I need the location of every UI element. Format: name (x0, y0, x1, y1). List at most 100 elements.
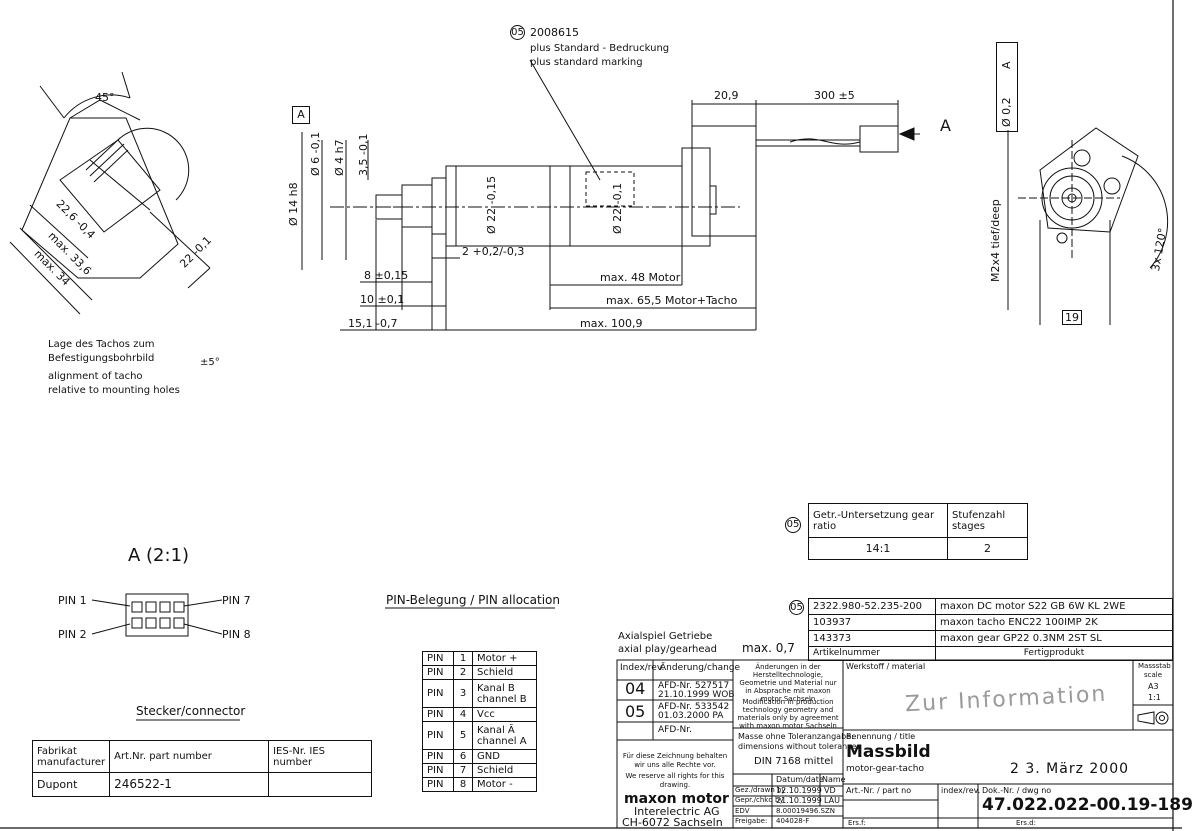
ies-number-header: IES-Nr. IES number (268, 740, 372, 773)
detail-a-title: A (2:1) (128, 545, 190, 566)
title-block-frame (616, 659, 1174, 829)
dim-d22-gear: Ø 22 -0,15 (485, 175, 498, 234)
parts-list-table: 2322.980-52.235-200 maxon DC motor S22 G… (808, 598, 1173, 661)
pin-num-3: 3 (453, 679, 473, 708)
tacho-note-en1: alignment of tacho (48, 371, 143, 382)
drawn-name: VD (824, 786, 836, 795)
dim-max-48: max. 48 Motor (600, 271, 681, 284)
pin-signal-6: GND (472, 749, 537, 764)
rights-en: We reserve all rights for this drawing. (625, 772, 725, 789)
revision-marker-parts: 05 (789, 600, 804, 615)
part-number-header: Art.Nr. part number (109, 740, 270, 773)
pin-num-7: 7 (453, 763, 473, 778)
company-name: maxon motor (624, 791, 729, 807)
front-view-tacho (9, 71, 211, 315)
drawn-date: 12.10.1999 (776, 786, 822, 795)
pin-num-4: 4 (453, 707, 473, 722)
drawn-by-label: Gez./drawn by (735, 786, 786, 794)
dim-d14: Ø 14 h8 (287, 182, 300, 226)
thread-spec: M2x4 tief/deep (989, 199, 1002, 282)
dim-d4: Ø 4 h7 (333, 139, 346, 176)
dim-300: 300 ±5 (814, 89, 855, 102)
date-header: Datum/date (776, 775, 824, 784)
projection-symbol-icon (1137, 711, 1169, 725)
parts-code-2: 143373 (808, 630, 936, 647)
release-date-stamp: 2 3. März 2000 (1010, 761, 1130, 777)
pin-label-7: PIN (421, 763, 455, 778)
dim-2: 2 +0,2/-0,3 (462, 245, 525, 258)
revision-marker-gear: 05 (785, 517, 801, 533)
pin8-label: PIN 8 (222, 628, 251, 641)
drawing-number: 47.022.022-00.19-189 (982, 795, 1193, 815)
drawing-subtitle: motor-gear-tacho (846, 764, 925, 774)
pin-label-6: PIN (421, 749, 455, 764)
afd-blank: AFD-Nr. (658, 725, 692, 735)
gear-table: Getr.-Untersetzung gear ratio Stufenzahl… (808, 503, 1028, 560)
tacho-note-de2: Befestigungsbohrbild (48, 353, 155, 364)
manufacturer-value: Dupont (31, 772, 111, 797)
parts-desc-1: maxon tacho ENC22 100IMP 2K (935, 614, 1173, 631)
dim-10: 10 ±0,1 (360, 293, 405, 306)
parts-footer-left: Artikelnummer (808, 646, 936, 661)
part-marking-en: plus standard marking (530, 57, 643, 68)
pin7-label: PIN 7 (222, 594, 251, 607)
tacho-note-tolerance: ±5° (200, 357, 220, 368)
stages-header: Stufenzahl stages (947, 503, 1028, 538)
tolerance-frame: Ø 0,2 A (996, 42, 1018, 132)
rev-header: Index/rev. (620, 663, 665, 673)
part-marking-de: plus Standard - Bedruckung (530, 43, 670, 54)
parts-desc-2: maxon gear GP22 0.3NM 2ST SL (935, 630, 1173, 647)
datum-a-box: A (292, 106, 310, 124)
axial-play-de: Axialspiel Getriebe (618, 631, 713, 642)
rev-05-date: 01.03.2000 PA (658, 711, 724, 721)
pin-label-5: PIN (421, 721, 455, 750)
dim-8: 8 ±0,15 (364, 269, 409, 282)
modification-note-en: Modification in production technology ge… (737, 698, 839, 730)
pin1-label: PIN 1 (58, 594, 87, 607)
scale-ratio: 1:1 (1148, 693, 1161, 702)
pin-label-8: PIN (421, 777, 455, 792)
axial-play-value: max. 0,7 (742, 641, 795, 655)
company-name-2: Interelectric AG (634, 805, 720, 818)
part-number-value: 246522-1 (109, 772, 270, 797)
tolerance-ref: A (1000, 61, 1013, 69)
pin-signal-3: Kanal B channel B (472, 679, 537, 708)
replaced-by-label: Ers.d: (1016, 819, 1036, 827)
pin-label-4: PIN (421, 707, 455, 722)
rev-05-afd: AFD-Nr. 533542 (658, 702, 730, 712)
pin-signal-2: Schield (472, 665, 537, 680)
dim-max-100-9: max. 100,9 (580, 317, 643, 330)
manufacturer-header: Fabrikat manufacturer (31, 740, 111, 773)
angle-label: 45° (95, 91, 115, 104)
release-value: 404028-F (776, 817, 810, 825)
gear-ratio-value: 14:1 (808, 537, 948, 560)
pin-signal-8: Motor - (472, 777, 537, 792)
axial-play-en: axial play/gearhead (618, 644, 717, 655)
paper-size: A3 (1148, 682, 1159, 691)
revision-marker-05: 05 (510, 25, 525, 40)
tolerance-en: dimensions without tolerance: (738, 742, 860, 751)
tolerance-de: Masse ohne Toleranzangabe: (738, 732, 854, 741)
checked-name: LAU (824, 796, 840, 805)
company-address: CH-6072 Sachseln (622, 816, 723, 829)
pin-num-5: 5 (453, 721, 473, 750)
pin-signal-1: Motor + (472, 651, 537, 666)
connector-label: Stecker/connector (136, 704, 246, 718)
rev-05: 05 (625, 702, 646, 721)
parts-desc-0: maxon DC motor S22 GB 6W KL 2WE (935, 598, 1173, 615)
dim-3-5: 3,5 -0,1 (357, 133, 370, 176)
pin-label-3: PIN (421, 679, 455, 708)
ies-number-value (268, 772, 372, 797)
pin-num-8: 8 (453, 777, 473, 792)
rights-de: Für diese Zeichnung behalten wir uns all… (622, 752, 728, 769)
checked-by-label: Gepr./chkd by (735, 796, 784, 804)
rev-04: 04 (625, 679, 646, 698)
pin-signal-5: Kanal Ā channel A (472, 721, 537, 750)
parts-code-1: 103937 (808, 614, 936, 631)
pin2-label: PIN 2 (58, 628, 87, 641)
checked-date: 21.10.1999 (776, 796, 822, 805)
tacho-note-de1: Lage des Tachos zum (48, 339, 155, 350)
edv-label: EDV (735, 807, 750, 815)
